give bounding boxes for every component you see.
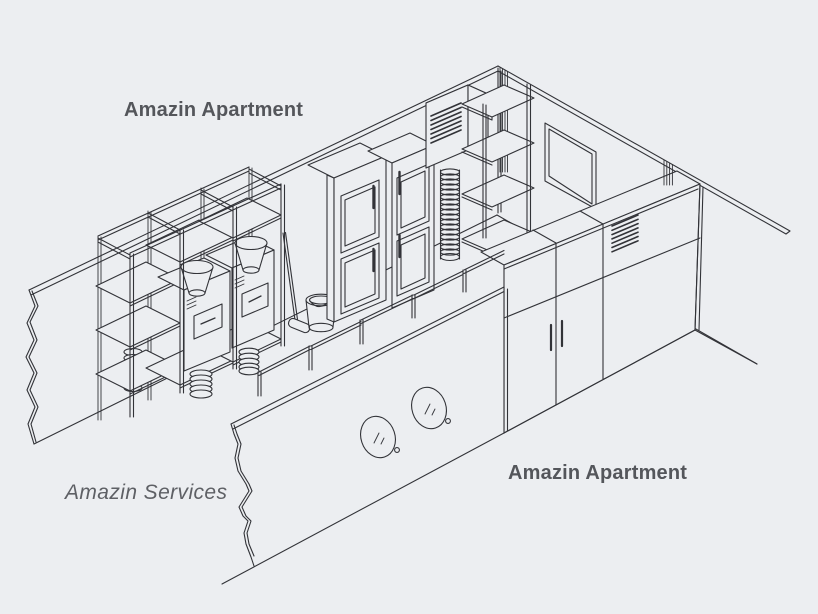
shelf-front-rail <box>129 183 282 258</box>
hopper-bucket <box>180 259 214 297</box>
mirror-glint <box>373 432 385 445</box>
machine-panel <box>193 303 223 340</box>
flex-duct <box>439 168 461 262</box>
dispenser-machine <box>205 235 275 376</box>
cabinet-door <box>340 179 380 254</box>
closet-door-seams <box>555 223 604 406</box>
closet-door-handle <box>549 319 564 352</box>
vent-grille <box>430 102 462 144</box>
ring-stack <box>238 347 260 376</box>
front-wall <box>221 286 758 585</box>
machine-handle-slot <box>200 317 216 325</box>
machine-panel <box>241 282 269 318</box>
hopper-bucket <box>234 235 268 274</box>
ring-stack <box>189 369 213 399</box>
closet-top-edge <box>503 188 699 270</box>
closet-band-line <box>503 237 701 319</box>
shelf-cross-rails <box>97 168 282 260</box>
peephole-dot <box>445 418 451 424</box>
label-services: Amazin Services <box>65 481 228 504</box>
tall-cabinet-right <box>367 132 435 309</box>
shelf-unit-right <box>461 67 535 256</box>
machine-handle-slot <box>248 295 262 303</box>
front-wall-base <box>221 329 758 585</box>
end-wall-top-edge <box>497 65 791 235</box>
closet-vent-grille <box>611 214 639 253</box>
tall-cabinet-left <box>307 142 387 323</box>
rail-posts <box>257 269 467 397</box>
cabinet-door <box>396 226 430 297</box>
front-wall-torn-edge <box>230 423 255 567</box>
front-wall-right-edge <box>503 286 509 434</box>
cabinet-door <box>340 242 380 315</box>
rail-top <box>310 270 464 351</box>
closet-right-edge <box>694 183 704 331</box>
service-door <box>544 122 597 210</box>
mirror <box>360 415 400 459</box>
wall-end-hatch <box>663 159 673 186</box>
shelf-posts <box>482 83 532 241</box>
front-wall-top-edge <box>230 286 505 430</box>
shelf-front-posts <box>129 183 286 418</box>
label-apartment-top: Amazin Apartment <box>124 99 304 121</box>
cabinet-door <box>396 163 430 236</box>
back-wall-torn-edge <box>25 289 39 445</box>
closet-top-seams <box>532 210 604 244</box>
mirror <box>411 386 451 430</box>
shelf-unit-left <box>95 166 286 421</box>
peephole-dot <box>394 447 400 453</box>
shelf-back-rail <box>97 166 250 241</box>
back-wall-top-edge <box>28 65 499 296</box>
machine-hash-marks <box>186 296 197 310</box>
dispenser-machine <box>157 257 231 399</box>
floor-rail <box>257 249 505 397</box>
mop <box>282 231 311 334</box>
mirror-glint <box>424 403 436 416</box>
label-apartment-bottom: Amazin Apartment <box>508 462 688 484</box>
rail-top <box>258 249 505 377</box>
shelf-bay <box>461 84 535 256</box>
corner-post-hatch <box>499 67 508 173</box>
